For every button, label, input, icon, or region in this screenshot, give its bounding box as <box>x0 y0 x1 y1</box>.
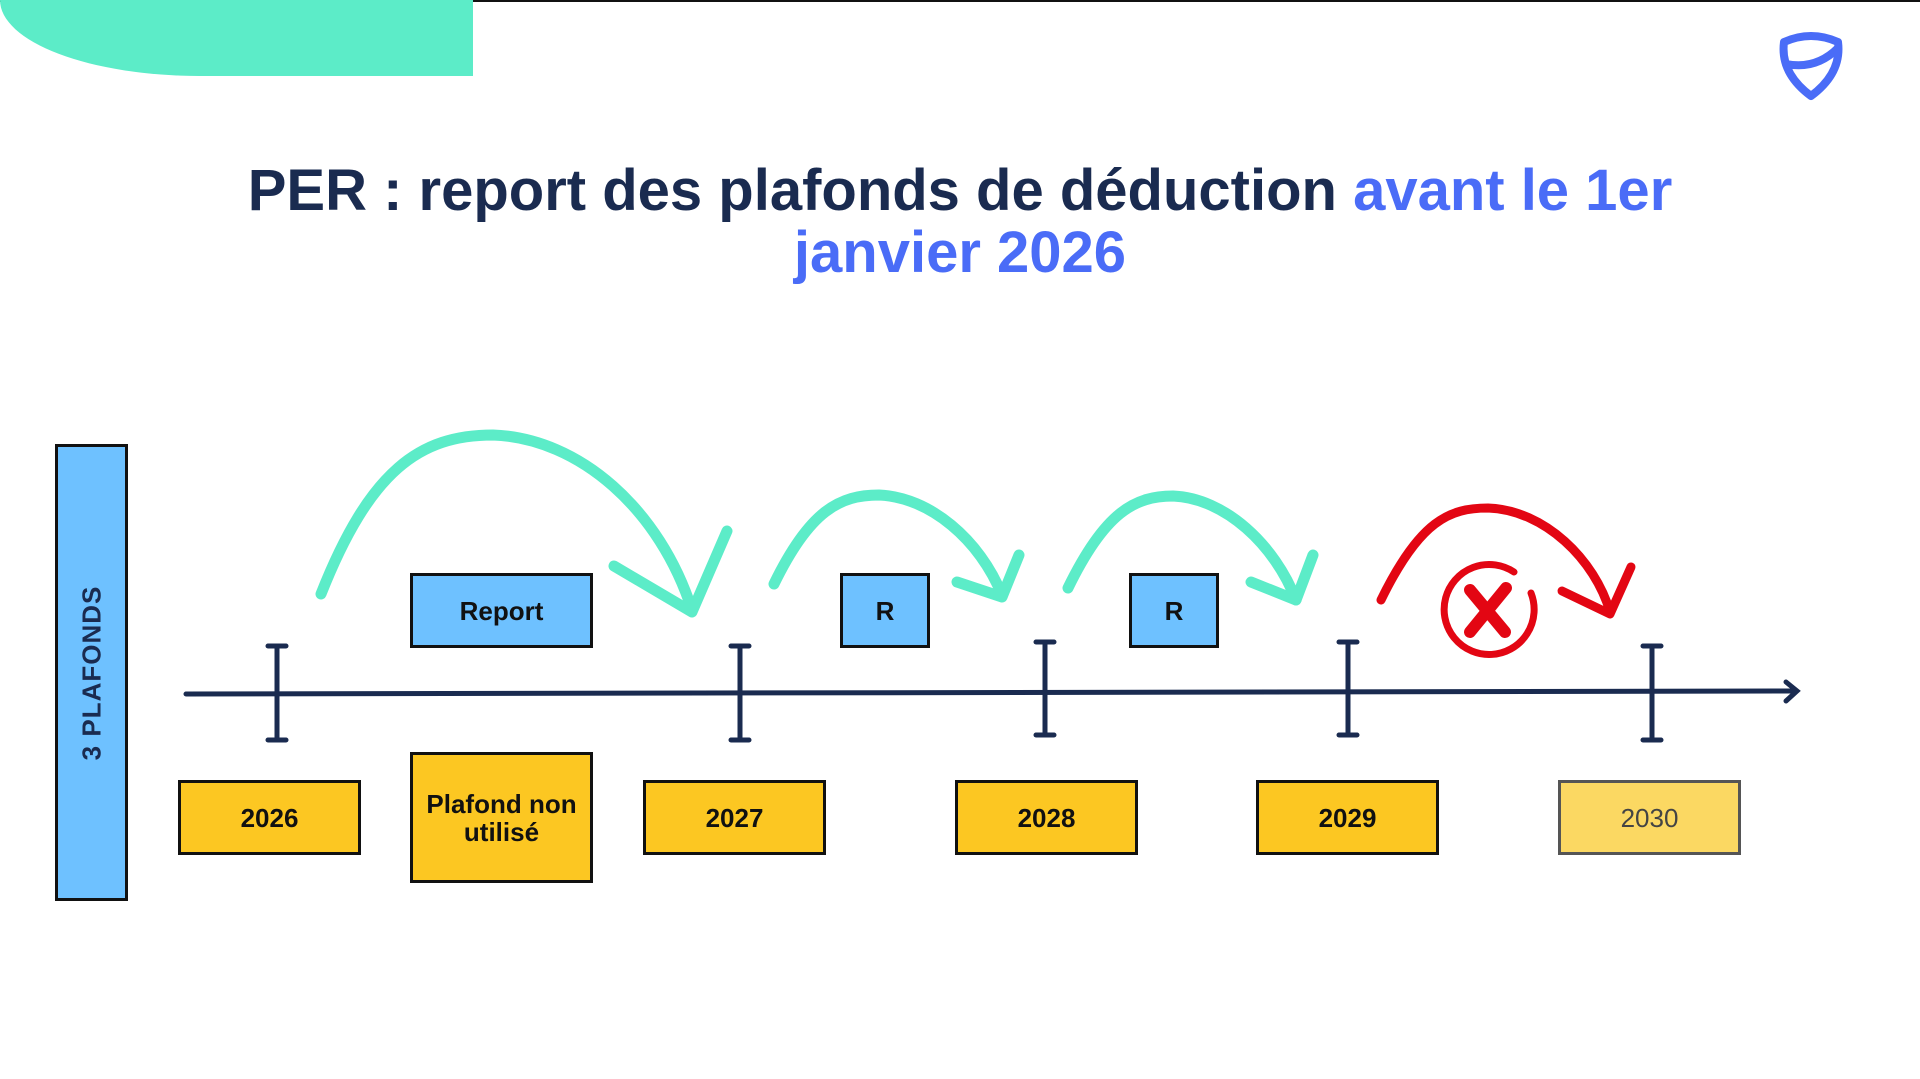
report-label: Report <box>459 595 544 626</box>
axis-arrowhead <box>1783 679 1801 704</box>
year-label: 2027 <box>705 802 764 833</box>
year-label: 2029 <box>1318 802 1377 833</box>
report-label: R <box>875 595 895 626</box>
page-title: PER : report des plafonds de déduction a… <box>160 160 1760 284</box>
report-arrow-large <box>315 429 698 616</box>
timeline-axis <box>183 688 1799 697</box>
year-box-2026: 2026 <box>178 780 361 855</box>
unused-plafond-box: Plafond non utilisé <box>410 752 593 883</box>
year-label: 2030 <box>1620 802 1679 833</box>
unused-plafond-label: Plafond non utilisé <box>426 788 577 847</box>
year-label: 2026 <box>240 802 299 833</box>
report-box-short: R <box>840 573 930 648</box>
blocked-arrow <box>1376 503 1615 617</box>
report-arrow-2 <box>768 489 1008 601</box>
report-arrow-large-head <box>608 525 733 618</box>
title-main: PER : report des plafonds de déduction <box>247 158 1337 223</box>
tick-2030 <box>1640 643 1664 743</box>
top-border <box>0 0 1920 2</box>
blocked-arrow-head <box>1557 562 1636 619</box>
year-box-2030: 2030 <box>1558 780 1741 855</box>
report-arrow-3-head <box>1245 549 1319 606</box>
tick-2027 <box>728 643 752 743</box>
tick-2028 <box>1033 639 1057 738</box>
report-label: R <box>1164 595 1184 626</box>
year-box-2028: 2028 <box>955 780 1138 855</box>
report-box: Report <box>410 573 593 648</box>
shield-logo-icon <box>1779 32 1843 100</box>
tick-2026 <box>265 643 289 743</box>
red-x-circle-icon <box>1440 561 1538 658</box>
report-box-short: R <box>1129 573 1219 648</box>
year-box-2027: 2027 <box>643 780 826 855</box>
tick-2029 <box>1336 639 1360 738</box>
report-arrow-3 <box>1062 490 1302 606</box>
year-box-2029: 2029 <box>1256 780 1439 855</box>
report-arrow-2-head <box>951 549 1025 603</box>
plafonds-bar: 3 PLAFONDS <box>55 444 128 901</box>
year-label: 2028 <box>1017 802 1076 833</box>
title-accent: avant le 1er janvier 2026 <box>793 158 1673 285</box>
